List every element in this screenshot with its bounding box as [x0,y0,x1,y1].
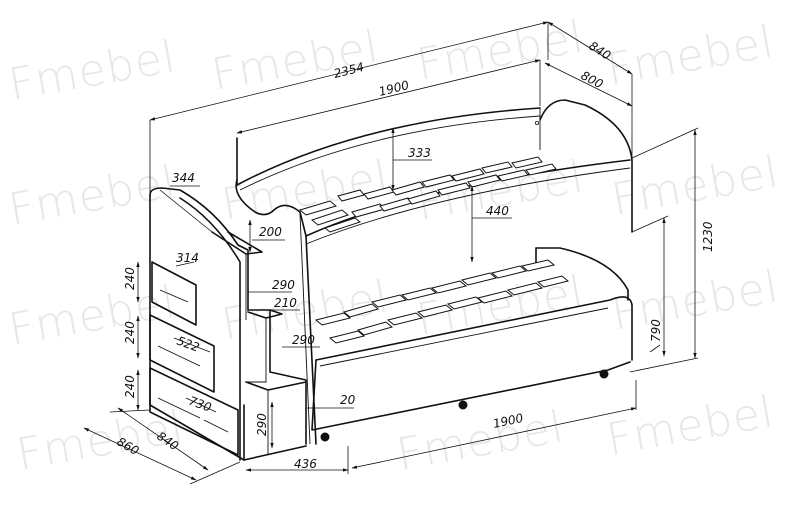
dimension-lines [83,21,699,485]
castor-icon [599,369,609,379]
bed-drawing [149,99,633,461]
dim-drawer-3-height: 240 [123,375,137,398]
dim-bottom-step-height: 290 [255,413,269,436]
dim-drawer-2-height: 240 [123,321,137,344]
dimension-labels: 2354 1900 840 800 1230 790 333 440 344 2… [115,39,716,471]
dim-drawer-2-width: 522 [175,334,201,355]
dim-upper-clearance: 440 [486,204,509,218]
dim-headboard-rise: 333 [408,146,431,160]
dim-stair-top-depth: 344 [172,171,195,185]
dim-gap: 20 [340,393,356,407]
dim-bed-depth: 800 [579,68,606,91]
upper-slats [298,156,557,233]
drawer-1 [151,261,197,326]
watermark: Fmebel [608,146,783,225]
dim-stair-length: 436 [294,457,317,471]
drawer-3 [149,367,239,456]
watermark: Fmebel [5,31,180,110]
watermark: Fmebel [218,151,393,230]
castor-icon [320,432,330,442]
dim-step-depth-1: 290 [272,278,295,292]
dim-bed-length-top: 1900 [377,78,410,99]
dim-bed-length-bottom: 1900 [492,411,525,431]
dim-drawer-1-height: 240 [123,267,137,290]
drawer-2 [149,314,215,393]
lower-bed [311,247,633,442]
dim-step-depth-2: 290 [292,333,315,347]
dim-step-rise: 210 [274,296,297,310]
watermark: Fmebel [5,156,180,235]
watermark: Fmebel [603,16,778,95]
dim-lower-height: 790 [649,319,663,342]
dim-drawer-width: 314 [176,251,199,265]
watermark: Fmebel [413,11,588,90]
dim-total-height: 1230 [701,221,715,252]
watermark: Fmebel [603,386,778,465]
dim-stair-top-riser: 200 [259,225,282,239]
watermark: Fmebel [608,261,783,340]
castor-icon [458,400,468,410]
